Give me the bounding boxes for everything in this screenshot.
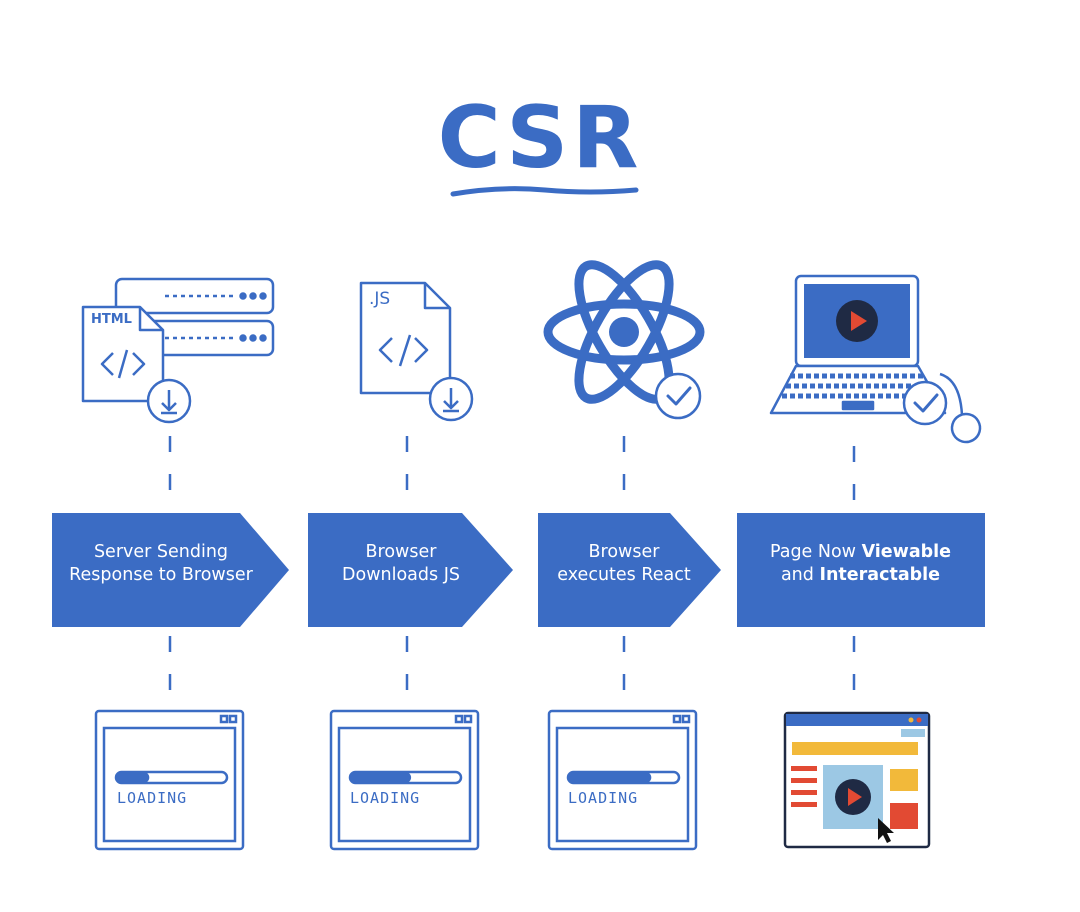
progress-fill-1: [116, 772, 150, 783]
mouse: [950, 412, 982, 444]
header-bar: [792, 742, 918, 755]
server-rack-top: [114, 277, 275, 315]
step-label-line: executes React: [538, 564, 710, 587]
step-arrow-1: [52, 513, 289, 627]
step-arrows: [52, 513, 985, 627]
step-label-3: Browser executes React: [538, 541, 710, 587]
title-underline: [450, 186, 639, 197]
step-arrow-3: [538, 513, 721, 627]
mouse-cable: [939, 372, 964, 416]
step-label-line: Response to Browser: [52, 564, 270, 587]
loading-text-3: LOADING: [568, 789, 639, 807]
loading-text-2: LOADING: [350, 789, 421, 807]
step-label-line: Browser: [308, 541, 494, 564]
step-label-text: Server Sending: [93, 542, 229, 562]
step-label-text: Downloads JS: [342, 565, 460, 585]
cursor-icon: [878, 818, 894, 843]
diagram-title: CSR: [437, 88, 643, 188]
progress-fill-3: [568, 772, 652, 783]
step-label-text: Response to Browser: [69, 565, 253, 585]
step-label-emphasis: Viewable: [861, 542, 952, 562]
step-arrow-2: [308, 513, 513, 627]
step-label-text: Browser: [365, 542, 437, 562]
dashed-connectors: [168, 436, 856, 705]
step-label-text: and: [780, 565, 820, 585]
step-label-text: Page Now: [769, 542, 862, 562]
server-html-download-icon: [81, 277, 275, 424]
check-badge: [654, 372, 702, 420]
play-triangle: [848, 788, 862, 806]
atom-nucleus: [609, 317, 639, 347]
step-label-line: Browser: [538, 541, 710, 564]
step-box-4: [737, 513, 985, 627]
react-atom-check-icon: [543, 260, 705, 420]
step-label-line: and Interactable: [737, 564, 984, 587]
js-file-outline: [359, 281, 452, 395]
laptop-check-icon: [769, 274, 982, 444]
step-label-text: Browser: [588, 542, 660, 562]
html-file-tag: HTML: [91, 312, 132, 327]
loading-text-1: LOADING: [117, 789, 188, 807]
step-label-text: executes React: [557, 565, 691, 585]
step-label-line: Downloads JS: [308, 564, 494, 587]
progress-fill-2: [350, 772, 412, 783]
step-label-emphasis: Interactable: [819, 565, 941, 585]
play-triangle: [851, 311, 867, 331]
step-label-line: Server Sending: [52, 541, 270, 564]
js-file-tag: .JS: [369, 289, 391, 309]
js-file-download-icon: [359, 281, 474, 422]
browser-window-loaded: [783, 711, 931, 849]
check-badge: [902, 380, 948, 426]
step-label-line: Page Now Viewable: [737, 541, 984, 564]
